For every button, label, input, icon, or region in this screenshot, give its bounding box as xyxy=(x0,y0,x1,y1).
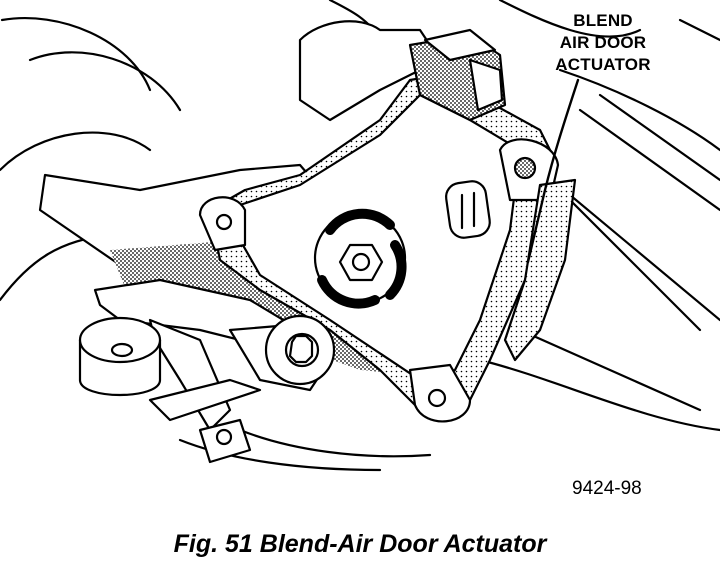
callout-line-2: AIR DOOR xyxy=(559,33,647,52)
mounting-tab-left xyxy=(198,196,247,252)
callout-label: BLEND AIR DOOR ACTUATOR xyxy=(548,10,658,76)
figure-number: 9424-98 xyxy=(572,478,642,499)
mounting-tab-bottom xyxy=(408,363,472,423)
upper-duct xyxy=(298,20,442,122)
hex-nut xyxy=(338,243,384,282)
figure-caption: Fig. 51 Blend-Air Door Actuator xyxy=(173,530,547,558)
actuator-illustration xyxy=(0,0,720,472)
crank-hub xyxy=(264,314,336,386)
electrical-connector xyxy=(408,28,507,122)
actuator-vent xyxy=(445,180,491,239)
output-shaft xyxy=(313,208,407,309)
callout-line-1: BLEND xyxy=(573,11,633,30)
side-flange xyxy=(503,178,577,362)
grommet xyxy=(78,316,162,396)
callout-leader xyxy=(526,78,580,264)
callout-line-3: ACTUATOR xyxy=(555,55,651,74)
